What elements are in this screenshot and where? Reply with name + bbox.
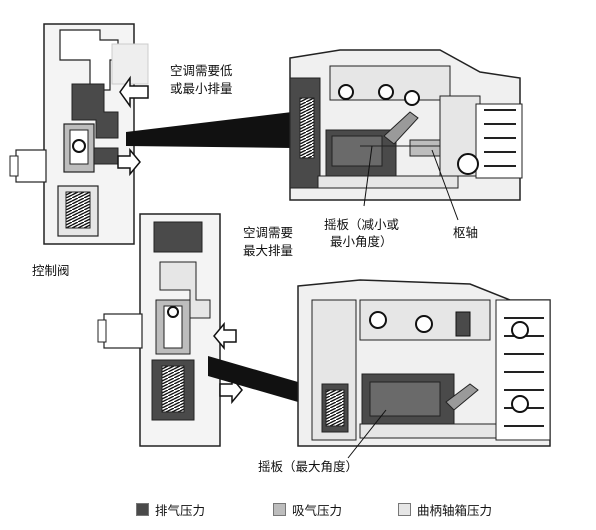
low-demand-label-line1: 空调需要低 [170, 63, 233, 78]
legend-discharge-swatch [136, 502, 149, 516]
top-callout-wedge [126, 112, 292, 148]
control-valve-label: 控制阀 [32, 263, 70, 278]
top-control-valve [9, 23, 149, 245]
legend-discharge-label: 排气压力 [155, 502, 206, 518]
legend-crankcase-label: 曲柄轴箱压力 [417, 502, 493, 518]
max-demand-label-line1: 空调需要 [243, 225, 294, 240]
low-demand-label-line2: 或最小排量 [170, 81, 233, 96]
max-demand-label-line2: 最大排量 [243, 243, 294, 258]
legend-suction: 吸气压力 [273, 500, 342, 518]
legend-discharge: 排气压力 [136, 500, 205, 518]
legend-crankcase: 曲柄轴箱压力 [398, 500, 492, 518]
swashplate-max-leader [347, 409, 387, 459]
swashplate-reduce-leader [363, 145, 373, 207]
bottom-callout-wedge [208, 356, 298, 402]
legend-crankcase-swatch [398, 502, 411, 516]
swashplate-max-label: 摇板（最大角度） [258, 459, 359, 474]
swashplate-reduce-label-line2: 最小角度） [330, 234, 393, 249]
bottom-control-valve [97, 213, 243, 447]
bottom-compressor [297, 279, 551, 447]
pivot-label: 枢轴 [453, 225, 479, 240]
legend-suction-label: 吸气压力 [292, 502, 343, 518]
legend-suction-swatch [273, 502, 286, 516]
pivot-leader [431, 149, 459, 221]
top-compressor [289, 49, 523, 201]
swashplate-reduce-label-line1: 摇板（减小或 [324, 217, 400, 232]
